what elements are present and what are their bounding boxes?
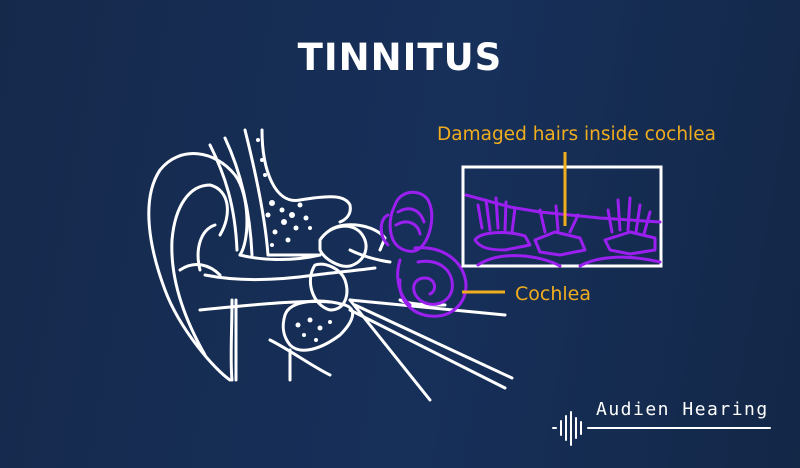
brand-name: Audien Hearing	[596, 399, 769, 420]
soundwave-icon	[552, 411, 771, 446]
bone-texture-dots	[256, 138, 332, 342]
cochlea-detail-box	[461, 165, 663, 268]
damaged-hairs-illustration	[464, 193, 662, 268]
outer-ear-outline	[147, 128, 514, 402]
cochlea-illustration	[379, 190, 468, 318]
cochlea-label: Cochlea	[515, 283, 591, 305]
damaged-hairs-label: Damaged hairs inside cochlea	[437, 124, 716, 145]
page-title: TINNITUS	[297, 36, 503, 79]
